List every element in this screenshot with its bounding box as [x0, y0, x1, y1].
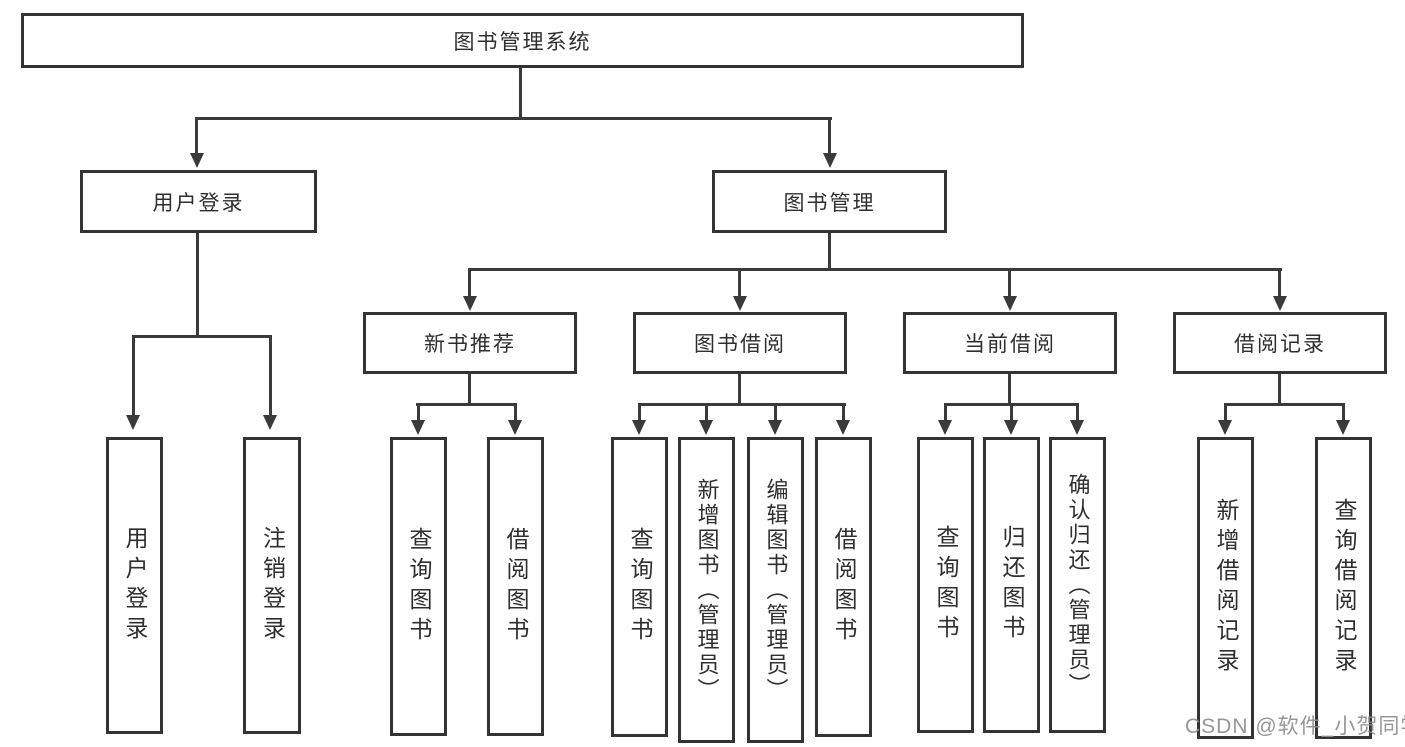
leaf-query-borrow-record: 查询借阅记录 — [1315, 437, 1372, 739]
arrow-down-icon — [1070, 420, 1084, 435]
leaf-label: 新增借阅记录 — [1213, 498, 1239, 678]
leaf-label: 查询图书 — [406, 526, 432, 647]
node-current-borrowing: 当前借阅 — [903, 312, 1117, 374]
arrow-down-icon — [1003, 296, 1017, 311]
node-label: 当前借阅 — [964, 333, 1056, 356]
connector-stub — [1010, 403, 1013, 421]
connector-stub — [417, 403, 420, 421]
leaf-label: 借阅图书 — [831, 527, 857, 647]
arrow-down-icon — [938, 420, 952, 435]
connector-stub-borrow-record — [1278, 268, 1281, 297]
connector-stub-book-management — [828, 117, 831, 155]
leaf-add-borrow-record: 新增借阅记录 — [1197, 437, 1254, 739]
connector-user-login-rail — [132, 335, 272, 338]
arrow-down-icon — [823, 153, 837, 168]
leaf-query-book-recommend: 查询图书 — [390, 437, 447, 736]
connector-stub — [705, 403, 708, 421]
connector-new-book-drop — [468, 374, 471, 405]
arrow-down-icon — [1273, 296, 1287, 311]
arrow-down-icon — [263, 415, 277, 430]
connector-stub — [1076, 403, 1079, 421]
connector-root-drop — [519, 68, 522, 118]
leaf-label: 新增图书（管理员） — [694, 477, 720, 703]
node-book-borrowing: 图书借阅 — [633, 312, 847, 374]
leaf-label: 注销登录 — [259, 525, 286, 646]
arrow-down-icon — [411, 420, 425, 435]
arrow-down-icon — [126, 415, 140, 430]
arrow-down-icon — [508, 420, 522, 435]
connector-level3-rail — [468, 268, 1282, 271]
arrow-down-icon — [1004, 420, 1018, 435]
leaf-edit-book-admin: 编辑图书（管理员） — [747, 437, 804, 743]
connector-borrow-record-rail — [1224, 403, 1345, 406]
node-label: 图书管理系统 — [453, 30, 592, 54]
node-label: 图书借阅 — [694, 333, 786, 356]
node-borrowing-records: 借阅记录 — [1173, 312, 1387, 374]
connector-user-login-drop — [196, 233, 199, 337]
connector-book-management-drop — [828, 233, 831, 270]
connector-new-book-rail — [416, 403, 517, 406]
leaf-user-login: 用户登录 — [106, 437, 163, 734]
leaf-label: 借阅图书 — [503, 526, 529, 647]
leaf-borrow-book-recommend: 借阅图书 — [487, 437, 544, 736]
connector-stub-logout-leaf — [269, 335, 272, 416]
leaf-add-book-admin: 新增图书（管理员） — [678, 437, 735, 743]
node-new-book-recommend: 新书推荐 — [363, 312, 577, 374]
leaf-label: 用户登录 — [122, 525, 148, 646]
connector-book-borrow-rail — [638, 403, 846, 406]
node-user-login: 用户登录 — [80, 170, 317, 233]
leaf-label: 确认归还（管理员） — [1065, 472, 1091, 698]
connector-stub-login-leaf — [132, 335, 135, 416]
node-library-management-system: 图书管理系统 — [21, 13, 1024, 68]
arrow-down-icon — [463, 296, 477, 311]
connector-book-borrow-drop — [738, 374, 741, 405]
node-label: 图书管理 — [783, 191, 876, 215]
leaf-query-book-borrowing: 查询图书 — [611, 437, 668, 737]
leaf-borrow-book-borrowing: 借阅图书 — [815, 437, 872, 737]
connector-stub-current-borrow — [1008, 268, 1011, 297]
arrow-down-icon — [1336, 420, 1350, 435]
connector-stub-user-login — [195, 117, 198, 155]
node-label: 用户登录 — [152, 191, 245, 215]
leaf-label: 查询借阅记录 — [1331, 498, 1357, 678]
connector-stub — [774, 403, 777, 421]
connector-stub — [514, 403, 517, 421]
connector-stub — [638, 403, 641, 421]
arrow-down-icon — [733, 296, 747, 311]
connector-current-borrow-drop — [1008, 374, 1011, 405]
arrow-down-icon — [190, 153, 204, 168]
leaf-query-book-current: 查询图书 — [917, 437, 974, 733]
connector-level2-rail — [195, 117, 832, 120]
connector-stub — [944, 403, 947, 421]
connector-stub — [842, 403, 845, 421]
connector-borrow-record-drop — [1278, 374, 1281, 405]
connector-stub-book-borrow — [738, 268, 741, 297]
leaf-confirm-return-admin: 确认归还（管理员） — [1049, 437, 1106, 733]
leaf-label: 归还图书 — [999, 525, 1025, 645]
leaf-label: 编辑图书（管理员） — [763, 477, 789, 703]
arrow-down-icon — [632, 420, 646, 435]
arrow-down-icon — [1218, 420, 1232, 435]
node-book-management: 图书管理 — [712, 170, 947, 233]
node-label: 新书推荐 — [424, 333, 516, 356]
connector-stub — [1342, 403, 1345, 421]
csdn-watermark: CSDN @软件_小贺同学 — [1185, 715, 1405, 738]
connector-stub-new-book — [468, 268, 471, 297]
leaf-label: 查询图书 — [627, 527, 653, 647]
arrow-down-icon — [699, 420, 713, 435]
arrow-down-icon — [768, 420, 782, 435]
leaf-logout: 注销登录 — [243, 437, 301, 734]
node-label: 借阅记录 — [1234, 333, 1326, 356]
arrow-down-icon — [836, 420, 850, 435]
leaf-label: 查询图书 — [933, 525, 959, 645]
connector-stub — [1224, 403, 1227, 421]
leaf-return-book: 归还图书 — [983, 437, 1040, 733]
